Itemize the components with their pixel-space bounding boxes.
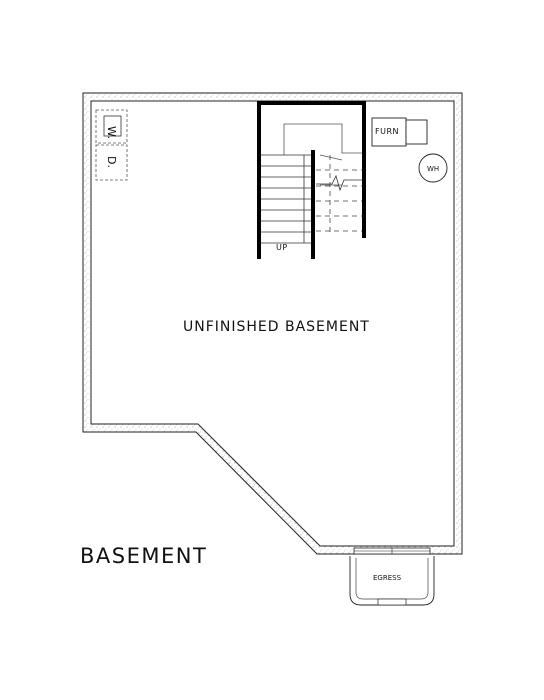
dryer: D. (95, 144, 128, 181)
stair-treads-left (261, 154, 311, 244)
foundation-inner-line (90, 100, 455, 547)
egress-label: EGRESS (373, 574, 402, 582)
stair-treads-right (316, 155, 362, 235)
stair-landing (283, 123, 362, 186)
room-label: UNFINISHED BASEMENT (183, 319, 370, 335)
egress-window: EGRESS (349, 547, 435, 606)
stair-break-line (316, 174, 362, 192)
furnace: FURN (371, 117, 428, 147)
stair-up-label: UP (276, 243, 288, 252)
furnace-label: FURN (375, 127, 399, 136)
water-heater: WH (418, 153, 448, 183)
stairwell (257, 101, 366, 259)
washer-label: W. (105, 126, 118, 139)
plan-title: BASEMENT (80, 544, 207, 568)
dryer-label: D. (105, 156, 118, 168)
foundation-outer-line (82, 92, 463, 555)
water-heater-label: WH (427, 165, 439, 173)
washer: W. (95, 109, 128, 144)
